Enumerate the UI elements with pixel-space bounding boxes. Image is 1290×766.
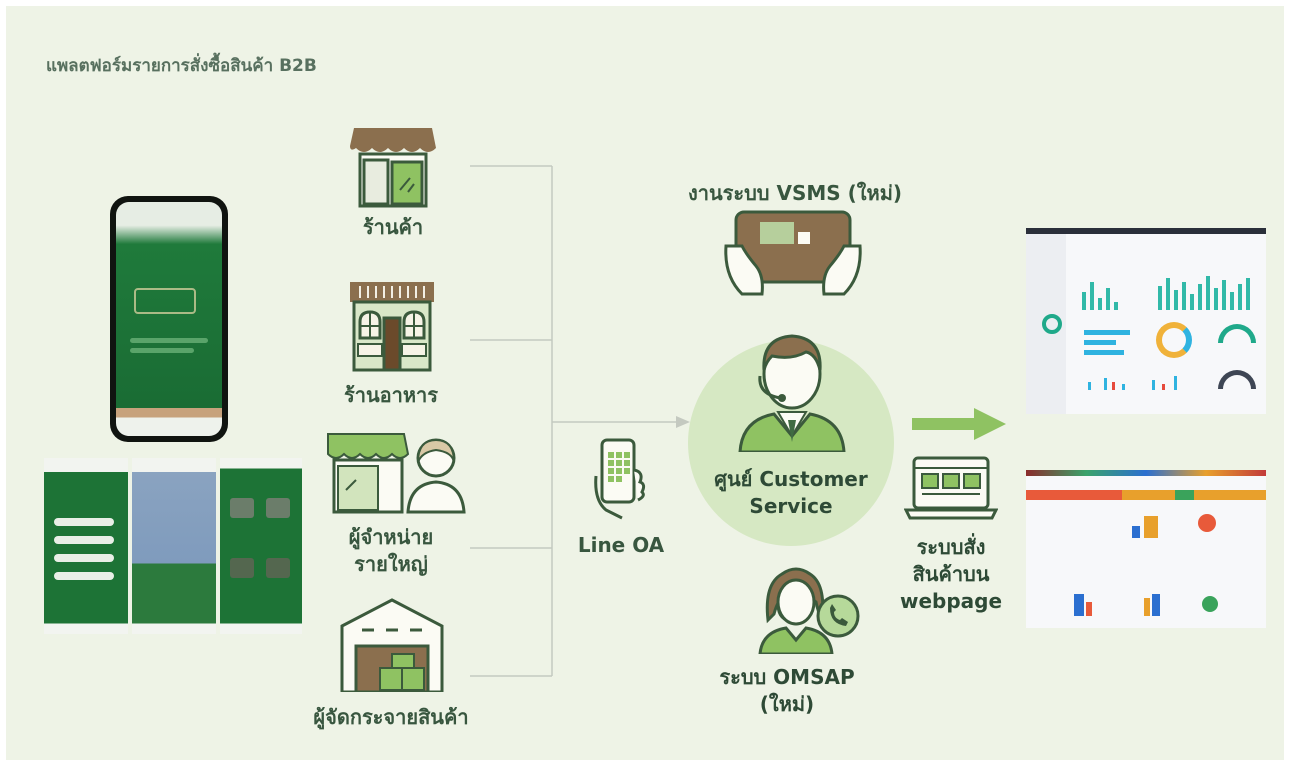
channel-label-distributor: ผู้จัดกระจายสินค้า <box>313 705 469 729</box>
omsap-label: ระบบ OMSAP (ใหม่) <box>719 665 855 716</box>
login-field <box>54 536 114 544</box>
wholesaler-icon <box>327 433 466 514</box>
app-screenshot-map <box>132 458 216 634</box>
vsms-label: งานระบบ VSMS (ใหม่) <box>687 181 903 205</box>
channel-label-shop: ร้านค้า <box>362 215 424 239</box>
connector-arrowhead <box>676 416 690 428</box>
login-field <box>54 554 114 562</box>
dashboard-color-bar <box>1026 470 1266 476</box>
dashboard-hbar <box>1084 330 1130 335</box>
mobile-phone-icon <box>594 438 646 520</box>
mobile-app-screenshot <box>110 196 228 442</box>
app-text-line <box>130 338 208 343</box>
product-thumb <box>230 558 254 578</box>
dashboard-bar <box>1144 598 1150 616</box>
product-thumb <box>266 498 290 518</box>
app-screenshot-products <box>220 458 302 634</box>
warehouse-icon <box>340 598 444 692</box>
dashboard-scatter <box>1088 376 1177 390</box>
dashboard-donut-small <box>1042 314 1062 334</box>
dashboard-donut <box>1156 322 1192 358</box>
product-thumb <box>266 558 290 578</box>
dashboard-screenshot-sales <box>1026 470 1266 628</box>
app-screenshot-login <box>44 458 128 634</box>
channel-label-restaurant: ร้านอาหาร <box>343 383 439 407</box>
login-field <box>54 518 114 526</box>
mobile-app-screen <box>116 202 222 436</box>
dashboard-bar <box>1144 516 1158 538</box>
laptop-icon <box>904 456 998 520</box>
customer-service-label: ศูนย์ Customer Service <box>714 467 868 518</box>
dashboard-bar <box>1086 602 1092 616</box>
page-title: แพลตฟอร์มรายการสั่งซื้อสินค้า B2B <box>46 56 317 76</box>
dashboard-bar <box>1152 594 1160 616</box>
call-agent-icon <box>758 567 860 654</box>
dashboard-gauge <box>1218 324 1256 343</box>
webpage-label: ระบบสั่ง สินค้าบน webpage <box>899 535 1003 613</box>
product-thumb <box>230 498 254 518</box>
app-logo-block <box>134 288 196 314</box>
tablet-icon <box>724 210 862 296</box>
dashboard-pie <box>1198 514 1216 532</box>
app-text-line <box>130 348 194 353</box>
dashboard-bar <box>1074 594 1084 616</box>
channel-label-wholesaler: ผู้จำหน่าย รายใหญ่ <box>348 525 434 576</box>
dashboard-hbar <box>1084 340 1116 345</box>
dashboard-pie <box>1202 596 1218 612</box>
line-oa-label: Line OA <box>577 533 665 557</box>
login-field <box>54 572 114 580</box>
restaurant-icon <box>350 282 434 372</box>
dashboard-bar-chart <box>1082 276 1250 310</box>
dashboard-gauge <box>1218 370 1256 389</box>
dashboard-screenshot-analytics <box>1026 228 1266 414</box>
customer-service-agent-icon <box>738 334 846 452</box>
dashboard-hbar <box>1084 350 1124 355</box>
arrow-right-icon <box>912 408 1006 440</box>
shop-icon <box>350 128 436 208</box>
dashboard-tab-strip <box>1026 490 1266 500</box>
dashboard-bar <box>1132 526 1140 538</box>
